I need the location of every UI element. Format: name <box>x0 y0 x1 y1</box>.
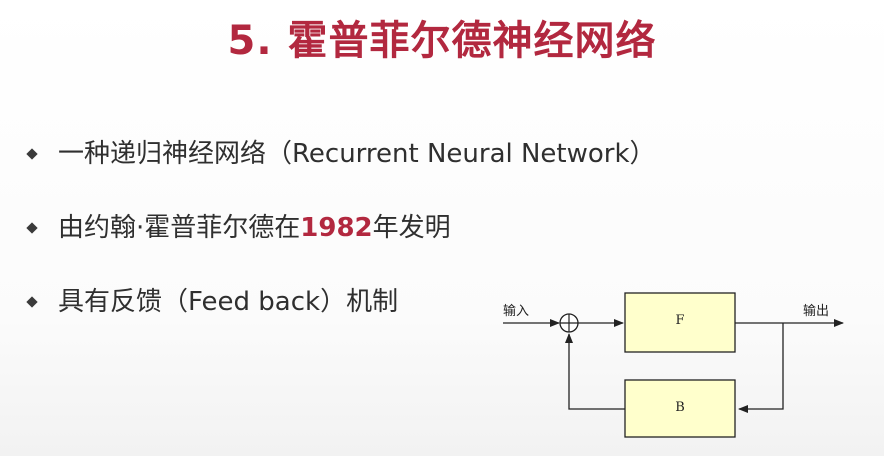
bullet-list: 一种递归神经网络（Recurrent Neural Network） 由约翰·霍… <box>24 130 784 352</box>
summing-junction-icon <box>559 313 579 333</box>
feedback-block-b <box>624 379 736 438</box>
diamond-bullet-icon <box>26 222 38 234</box>
diamond-bullet-icon <box>26 296 38 308</box>
diamond-bullet-icon <box>26 148 38 160</box>
feedback-block-label: B <box>675 400 685 415</box>
bullet-text: 一种递归神经网络（Recurrent Neural Network） <box>58 139 656 169</box>
slide-title: 5. 霍普菲尔德神经网络 <box>227 18 657 64</box>
feedback-path-left <box>565 333 625 410</box>
feedback-diagram-graphic <box>503 292 844 438</box>
bullet-item-feedback: 具有反馈（Feed back）机制 <box>24 278 784 352</box>
bullet-item-recurrent: 一种递归神经网络（Recurrent Neural Network） <box>24 130 784 204</box>
bullet-text-suffix: 年发明 <box>372 213 451 243</box>
bullet-text-prefix: 由约翰·霍普菲尔德在 <box>58 213 301 243</box>
bullet-text: 具有反馈（Feed back）机制 <box>58 287 399 317</box>
forward-block-label: F <box>675 313 685 328</box>
input-label: 输入 <box>503 304 530 319</box>
feedback-path-right <box>738 323 784 413</box>
forward-block-f <box>624 292 736 353</box>
bullet-item-invention: 由约翰·霍普菲尔德在1982年发明 <box>24 204 784 278</box>
bullet-year-emphasis: 1982 <box>300 213 373 243</box>
output-label: 输出 <box>803 304 830 319</box>
feedback-diagram: 输入 输出 F B <box>495 282 860 448</box>
